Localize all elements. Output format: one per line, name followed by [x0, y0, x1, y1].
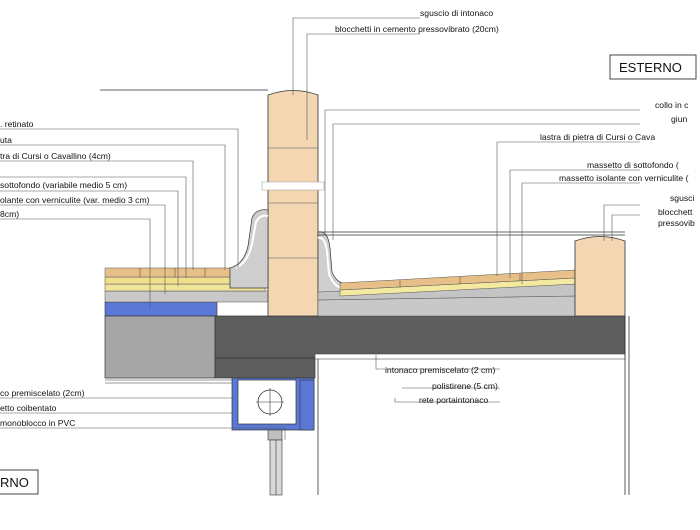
central-parapet [229, 90, 346, 317]
label-blocchetti-top: blocchetti in cemento pressovibrato (20c… [335, 24, 499, 34]
label-massetto-sotto-right: massetto di sottofondo ( [587, 160, 679, 170]
label-massetto-isol-left: olante con verniculite (var. medio 3 cm) [0, 195, 150, 205]
label-cassonetto: etto coibentato [0, 403, 57, 413]
stone-joints-right [399, 274, 521, 287]
label-massetto-isol-right: massetto isolante con verniculite ( [559, 173, 689, 183]
label-lastra-right: lastra di pietra di Cursi o Cava [540, 132, 655, 142]
label-rete: rete portaintonaco [419, 395, 488, 405]
label-polistirene: polistirene (5 cm) [432, 381, 498, 391]
label-blocchetti-right-2: pressovib [658, 218, 695, 228]
pvc-frame [267, 429, 283, 441]
concrete-slab [104, 315, 626, 384]
label-collo: collo in c [655, 100, 689, 110]
label-lastra-left: tra di Cursi o Cavallino (4cm) [0, 151, 111, 161]
leader-lines [0, 17, 640, 440]
label-uta: uta [0, 135, 12, 145]
left-roof-layers [104, 267, 271, 317]
label-intonaco-prem-left: co premiscelato (2cm) [0, 388, 85, 398]
right-parapet-blocks [574, 236, 626, 317]
slab-left-light [104, 315, 216, 379]
zone-esterno-label: ESTERNO [619, 60, 682, 75]
window-assembly [231, 377, 315, 496]
right-roof-layers [317, 269, 576, 317]
zone-interno: RNO [0, 469, 39, 495]
left-screed-layer [104, 290, 271, 303]
label-intonaco-prem-right: intonaco premiscelato (2 cm) [385, 365, 495, 375]
stone-joints-left [139, 268, 206, 277]
label-8cm: 8cm) [0, 209, 19, 219]
left-stone-slab [104, 267, 231, 278]
ceiling-plaster [314, 353, 626, 360]
label-monoblocco: monoblocco in PVC [0, 418, 75, 428]
label-massetto-sotto-left: sottofondo (variabile medio 5 cm) [0, 180, 127, 190]
label-blocchetti-right-1: blocchett [658, 207, 693, 217]
slab-dark [214, 315, 626, 359]
right-parapet [574, 236, 626, 317]
label-retinato: . retinato [0, 119, 34, 129]
label-giunto: giun [671, 114, 687, 124]
slab-beam [214, 357, 316, 379]
drip-joint [261, 181, 325, 191]
label-sguscio-right: sgusci [670, 193, 694, 203]
left-insulation-layer [104, 301, 218, 317]
zone-interno-label: RNO [0, 475, 29, 490]
zone-esterno: ESTERNO [609, 54, 697, 80]
left-sottofondo [104, 276, 231, 285]
label-sguscio-top: sguscio di intonaco [420, 8, 493, 18]
left-upstand-membrane [229, 209, 269, 289]
wall-lines [100, 89, 630, 495]
